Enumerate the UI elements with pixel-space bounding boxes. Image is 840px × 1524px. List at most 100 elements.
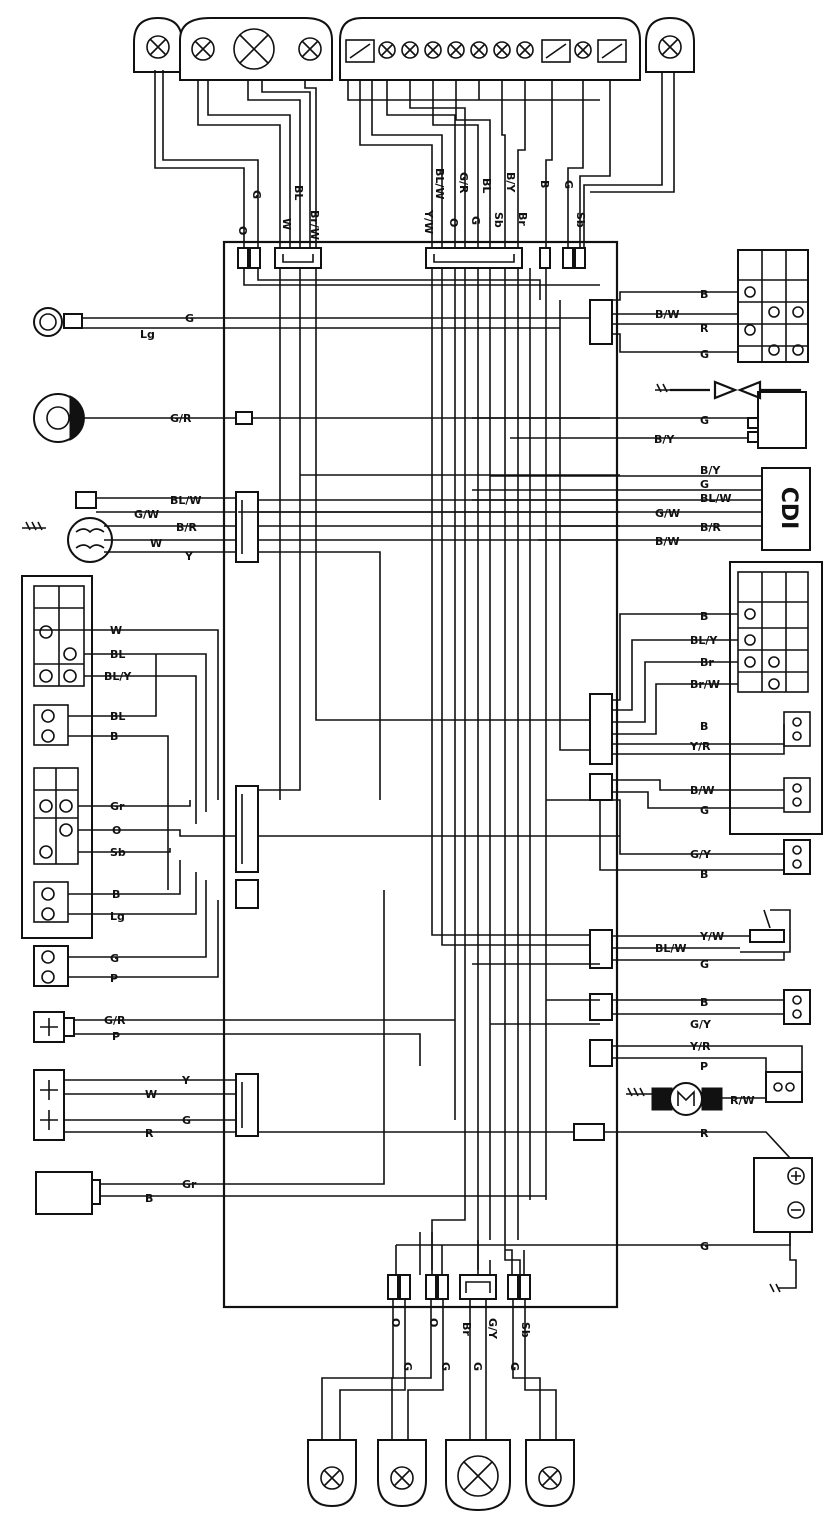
label-top-right-1: Y/W <box>422 209 435 234</box>
label-right-27: Y/R <box>689 1040 711 1053</box>
label-top-right-9: B <box>538 180 551 188</box>
label-right-12: B <box>700 610 708 623</box>
label-bottom-4: Br <box>460 1322 473 1336</box>
label-top-left-0: O <box>236 226 249 235</box>
label-top-right-5: BL <box>480 178 493 193</box>
fuse <box>573 1123 605 1141</box>
label-bottom-2: O <box>427 1318 440 1327</box>
left-switch-box <box>21 575 93 939</box>
starter-motor <box>626 1071 803 1116</box>
brake-switch-left <box>33 945 69 987</box>
label-left-12: B <box>110 730 118 743</box>
label-left-2: G/R <box>170 412 192 425</box>
bottom-lamp-tail <box>445 1439 511 1512</box>
cdi-label: CDI <box>776 487 801 530</box>
neutral-switch <box>783 839 811 875</box>
label-bottom-5: G <box>471 1362 484 1371</box>
label-right-16: B <box>700 720 708 733</box>
main-harness-frame <box>222 240 619 1309</box>
label-right-19: G <box>700 804 709 817</box>
right-inline-connectors <box>589 299 613 1067</box>
label-right-24: G <box>700 958 709 971</box>
right-wires <box>238 291 803 1246</box>
horn <box>33 307 83 337</box>
label-right-4: G <box>700 414 709 427</box>
label-left-15: Sb <box>110 846 126 859</box>
label-left-13: Gr <box>110 800 125 813</box>
label-left-22: Y <box>181 1074 191 1087</box>
label-left-5: B/R <box>176 521 197 534</box>
label-right-0: B <box>700 288 708 301</box>
right-wire-labels: B B/W R G G B/Y B/Y G BL/W G/W B/R B/W B… <box>654 288 755 1253</box>
label-left-20: G/R <box>104 1014 126 1027</box>
bottom-wires <box>321 1232 557 1440</box>
label-top-right-2: O <box>447 218 460 227</box>
label-right-28: P <box>700 1060 708 1073</box>
label-left-27: B <box>145 1192 153 1205</box>
label-right-30: R <box>700 1127 709 1140</box>
bottom-connectors <box>387 1274 531 1300</box>
label-left-14: O <box>112 824 121 837</box>
label-left-16: B <box>112 888 120 901</box>
label-left-3: BL/W <box>170 494 202 507</box>
headlight-cluster <box>179 17 333 81</box>
label-bottom-7: Sb <box>519 1322 532 1338</box>
label-left-25: R <box>145 1127 154 1140</box>
label-top-left-4: Br/W <box>308 210 321 240</box>
starter-relay-box <box>35 1171 101 1215</box>
label-bottom-8: G <box>508 1362 521 1371</box>
label-left-7: Y <box>184 550 194 563</box>
label-top-right-11: Sb <box>574 212 587 228</box>
label-left-6: W <box>150 537 162 550</box>
label-right-7: G <box>700 478 709 491</box>
label-right-31: G <box>700 1240 709 1253</box>
label-bottom-1: G <box>401 1362 414 1371</box>
right-turn-lamp <box>645 16 695 73</box>
label-right-1: B/W <box>655 308 680 321</box>
battery <box>753 1157 813 1293</box>
label-top-right-8: Br <box>516 212 529 226</box>
rear-brake-switch <box>783 989 811 1025</box>
left-wire-labels: G Lg G/R BL/W G/W B/R W Y W BL BL/Y BL B… <box>104 312 202 1205</box>
top-right-labels: BL/W Y/W O G/R G BL Sb B/Y Br B G Sb <box>422 168 587 234</box>
label-right-13: BL/Y <box>690 634 718 647</box>
label-top-left-1: G <box>250 190 263 199</box>
label-top-right-3: G/R <box>457 172 470 194</box>
ignition-switch <box>737 249 809 363</box>
label-right-5: B/Y <box>654 433 675 446</box>
label-right-9: G/W <box>655 507 680 520</box>
top-wires <box>154 70 675 248</box>
label-right-15: Br/W <box>690 678 720 691</box>
label-right-23: BL/W <box>655 942 687 955</box>
label-right-26: G/Y <box>690 1018 712 1031</box>
label-right-10: B/R <box>700 521 721 534</box>
label-right-29: R/W <box>730 1094 755 1107</box>
label-right-6: B/Y <box>700 464 721 477</box>
label-left-10: BL/Y <box>104 670 132 683</box>
bottom-lamp-left-turn <box>307 1439 357 1508</box>
label-top-left-2: W <box>280 218 293 230</box>
regulator-rectifier <box>33 1069 65 1141</box>
label-top-left-3: BL <box>292 185 305 200</box>
label-right-22: Y/W <box>699 930 724 943</box>
label-right-25: B <box>700 996 708 1009</box>
left-inline-connectors <box>235 411 259 1137</box>
label-left-26: Gr <box>182 1178 197 1191</box>
label-top-right-7: B/Y <box>504 172 517 193</box>
ignition-coil-group <box>22 491 113 563</box>
cdi-unit: CDI <box>761 467 811 551</box>
left-turn-lamp <box>133 16 183 73</box>
top-left-labels: O G W BL Br/W <box>236 185 321 240</box>
label-right-2: R <box>700 322 709 335</box>
label-left-21: P <box>112 1030 120 1043</box>
label-left-9: BL <box>110 648 125 661</box>
label-left-0: G <box>185 312 194 325</box>
fuel-resistor <box>740 909 791 953</box>
top-connectors <box>237 247 586 269</box>
left-wires <box>64 317 620 1197</box>
label-top-right-0: BL/W <box>433 168 446 200</box>
label-top-right-4: G <box>469 216 482 225</box>
right-switch-box <box>729 561 823 835</box>
label-left-1: Lg <box>140 328 155 341</box>
